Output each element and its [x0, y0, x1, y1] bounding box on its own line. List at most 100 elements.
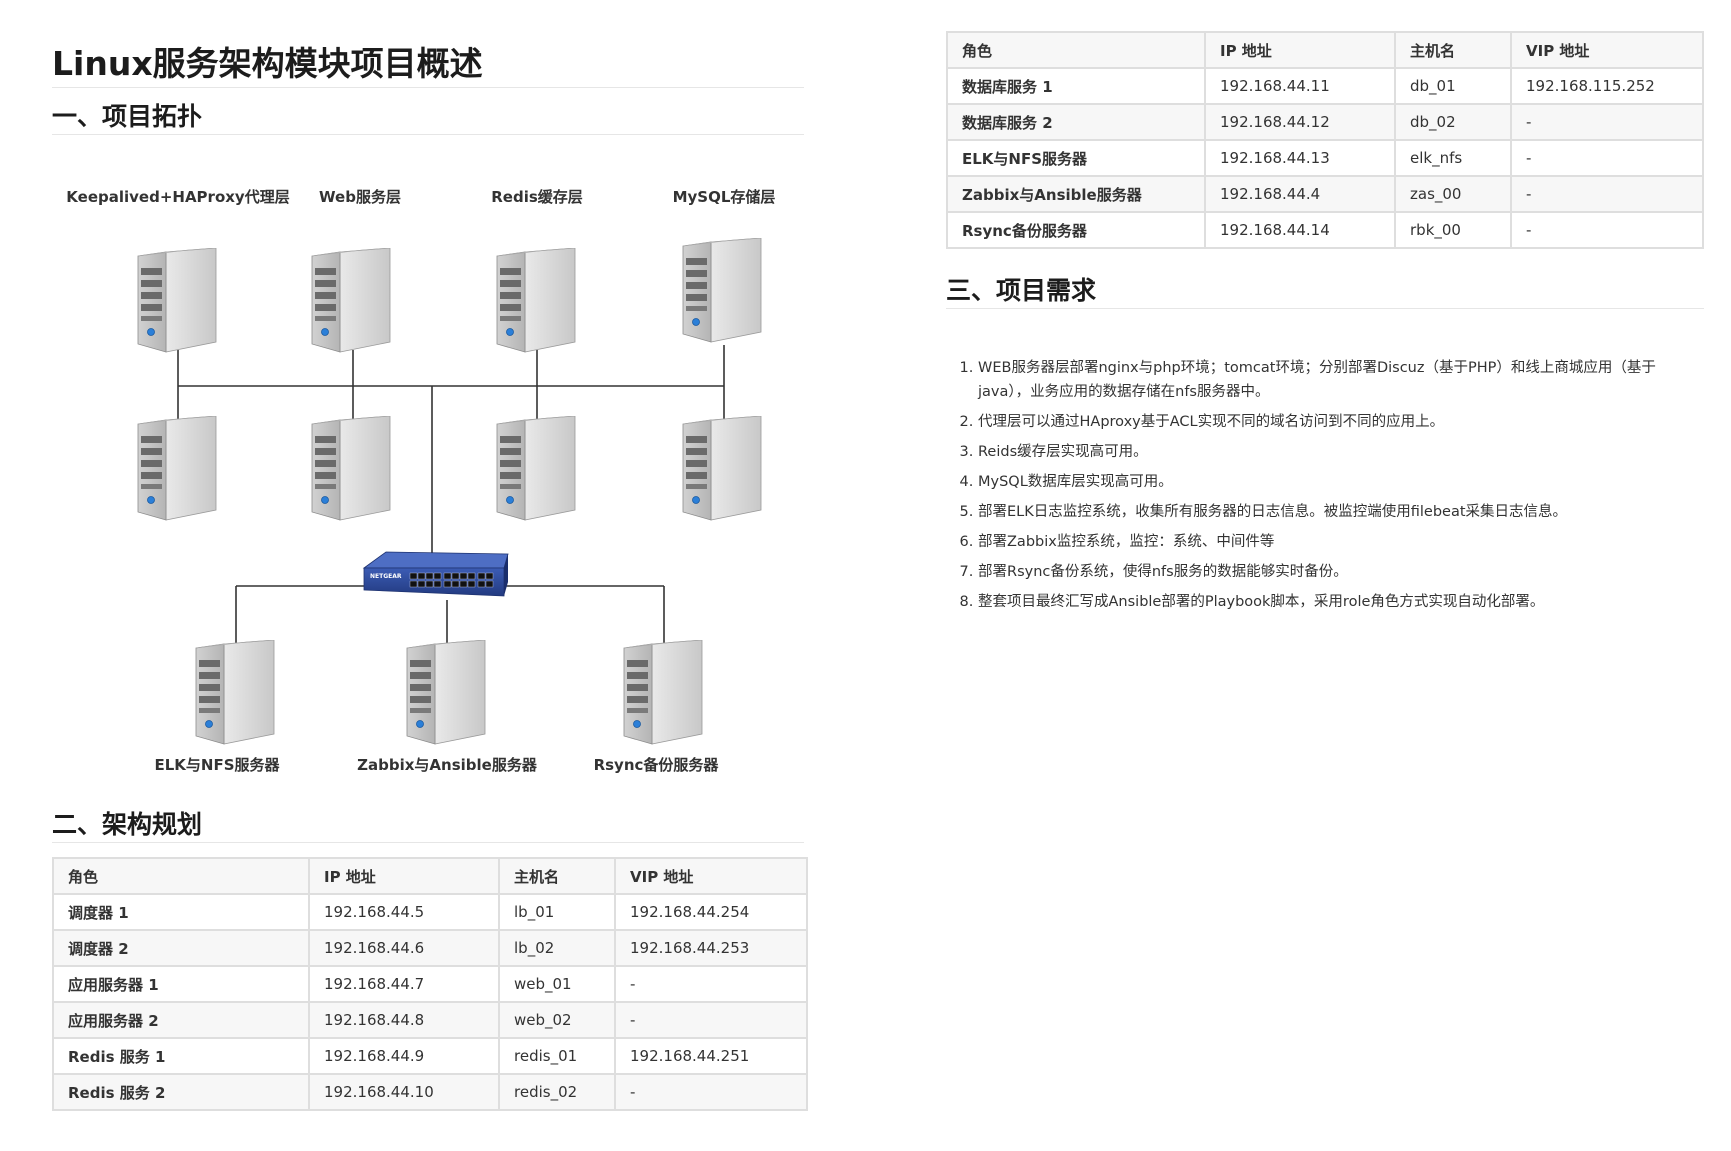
- column-header-role: 角色: [52, 857, 310, 895]
- cell-ip: 192.168.44.6: [308, 929, 500, 967]
- list-item: 整套项目最终汇写成Ansible部署的Playbook脚本，采用role角色方式…: [978, 590, 1678, 614]
- cell-vip: 192.168.44.251: [614, 1037, 808, 1075]
- topology-diagram: Keepalived+HAProxy代理层 Web服务层 Redis缓存层 My…: [66, 188, 776, 774]
- cell-role: ELK与NFS服务器: [946, 139, 1206, 177]
- cell-vip: -: [1510, 211, 1704, 249]
- table-row: Redis 服务 1 192.168.44.9 redis_01 192.168…: [52, 1037, 808, 1075]
- cell-vip: -: [614, 965, 808, 1003]
- cell-hostname: zas_00: [1394, 175, 1512, 213]
- server-icon: [623, 640, 703, 745]
- server-icon: [311, 248, 391, 353]
- network-switch-icon: NETGEAR: [362, 551, 509, 597]
- cell-role: 应用服务器 1: [52, 965, 310, 1003]
- svg-text:NETGEAR: NETGEAR: [370, 573, 402, 580]
- column-header-ip: IP 地址: [308, 857, 500, 895]
- cell-hostname: db_01: [1394, 67, 1512, 105]
- section-heading-architecture: 二、架构规划: [52, 808, 804, 843]
- table-row: 数据库服务 2 192.168.44.12 db_02 -: [946, 103, 1704, 141]
- cell-hostname: rbk_00: [1394, 211, 1512, 249]
- cell-role: 数据库服务 1: [946, 67, 1206, 105]
- cell-vip: 192.168.115.252: [1510, 67, 1704, 105]
- layer-label-proxy: Keepalived+HAProxy代理层: [66, 188, 289, 206]
- cell-hostname: web_02: [498, 1001, 616, 1039]
- cell-hostname: web_01: [498, 965, 616, 1003]
- cell-role: Redis 服务 2: [52, 1073, 310, 1111]
- page-title: Linux服务架构模块项目概述: [52, 42, 804, 88]
- cell-vip: -: [1510, 175, 1704, 213]
- table-row: 调度器 2 192.168.44.6 lb_02 192.168.44.253: [52, 929, 808, 967]
- list-item: MySQL数据库层实现高可用。: [978, 470, 1678, 494]
- column-header-hostname: 主机名: [498, 857, 616, 895]
- table-row: ELK与NFS服务器 192.168.44.13 elk_nfs -: [946, 139, 1704, 177]
- table-row: Rsync备份服务器 192.168.44.14 rbk_00 -: [946, 211, 1704, 249]
- cell-role: 调度器 2: [52, 929, 310, 967]
- section-heading-requirements: 三、项目需求: [946, 274, 1704, 309]
- column-header-ip: IP 地址: [1204, 31, 1396, 69]
- table-row: Redis 服务 2 192.168.44.10 redis_02 -: [52, 1073, 808, 1111]
- table-header-row: 角色 IP 地址 主机名 VIP 地址: [52, 857, 808, 895]
- layer-label-web: Web服务层: [319, 188, 401, 206]
- cell-vip: -: [614, 1001, 808, 1039]
- server-icon: [496, 416, 576, 521]
- cell-hostname: redis_02: [498, 1073, 616, 1111]
- layer-label-mysql: MySQL存储层: [673, 188, 776, 206]
- cell-ip: 192.168.44.9: [308, 1037, 500, 1075]
- table-header-row: 角色 IP 地址 主机名 VIP 地址: [946, 31, 1704, 69]
- server-icon: [682, 238, 762, 343]
- layer-label-redis: Redis缓存层: [491, 188, 583, 206]
- cell-hostname: lb_01: [498, 893, 616, 931]
- cell-ip: 192.168.44.8: [308, 1001, 500, 1039]
- list-item: 部署Rsync备份系统，使得nfs服务的数据能够实时备份。: [978, 560, 1678, 584]
- cell-ip: 192.168.44.13: [1204, 139, 1396, 177]
- cell-ip: 192.168.44.4: [1204, 175, 1396, 213]
- table-row: 调度器 1 192.168.44.5 lb_01 192.168.44.254: [52, 893, 808, 931]
- server-label-rsync: Rsync备份服务器: [594, 756, 720, 774]
- cell-ip: 192.168.44.10: [308, 1073, 500, 1111]
- cell-vip: -: [1510, 139, 1704, 177]
- cell-ip: 192.168.44.5: [308, 893, 500, 931]
- cell-vip: 192.168.44.253: [614, 929, 808, 967]
- server-label-elk-nfs: ELK与NFS服务器: [154, 756, 280, 774]
- table-row: 应用服务器 2 192.168.44.8 web_02 -: [52, 1001, 808, 1039]
- server-icon: [311, 416, 391, 521]
- list-item: 部署Zabbix监控系统，监控：系统、中间件等: [978, 530, 1678, 554]
- cell-vip: -: [1510, 103, 1704, 141]
- table-row: Zabbix与Ansible服务器 192.168.44.4 zas_00 -: [946, 175, 1704, 213]
- cell-hostname: db_02: [1394, 103, 1512, 141]
- list-item: 部署ELK日志监控系统，收集所有服务器的日志信息。被监控端使用filebeat采…: [978, 500, 1678, 524]
- column-header-vip: VIP 地址: [614, 857, 808, 895]
- section-heading-topology: 一、项目拓扑: [52, 100, 804, 135]
- cell-role: 数据库服务 2: [946, 103, 1206, 141]
- cell-role: 调度器 1: [52, 893, 310, 931]
- network-links: [177, 345, 725, 646]
- table-row: 应用服务器 1 192.168.44.7 web_01 -: [52, 965, 808, 1003]
- server-icon: [137, 416, 217, 521]
- list-item: WEB服务器层部署nginx与php环境；tomcat环境；分别部署Discuz…: [978, 356, 1678, 404]
- column-header-role: 角色: [946, 31, 1206, 69]
- requirements-list: WEB服务器层部署nginx与php环境；tomcat环境；分别部署Discuz…: [960, 356, 1678, 620]
- column-header-hostname: 主机名: [1394, 31, 1512, 69]
- list-item: 代理层可以通过HAproxy基于ACL实现不同的域名访问到不同的应用上。: [978, 410, 1678, 434]
- architecture-table: 角色 IP 地址 主机名 VIP 地址 调度器 1 192.168.44.5 l…: [52, 857, 808, 1111]
- cell-vip: 192.168.44.254: [614, 893, 808, 931]
- column-header-vip: VIP 地址: [1510, 31, 1704, 69]
- cell-ip: 192.168.44.12: [1204, 103, 1396, 141]
- cell-ip: 192.168.44.11: [1204, 67, 1396, 105]
- server-label-zabbix-ansible: Zabbix与Ansible服务器: [357, 756, 538, 774]
- server-icon: [682, 416, 762, 521]
- server-icon: [496, 248, 576, 353]
- list-item: Reids缓存层实现高可用。: [978, 440, 1678, 464]
- server-icon: [137, 248, 217, 353]
- cell-role: 应用服务器 2: [52, 1001, 310, 1039]
- cell-ip: 192.168.44.14: [1204, 211, 1396, 249]
- cell-hostname: redis_01: [498, 1037, 616, 1075]
- cell-hostname: elk_nfs: [1394, 139, 1512, 177]
- cell-hostname: lb_02: [498, 929, 616, 967]
- cell-role: Zabbix与Ansible服务器: [946, 175, 1206, 213]
- cell-vip: -: [614, 1073, 808, 1111]
- cell-role: Redis 服务 1: [52, 1037, 310, 1075]
- cell-role: Rsync备份服务器: [946, 211, 1206, 249]
- database-services-table: 角色 IP 地址 主机名 VIP 地址 数据库服务 1 192.168.44.1…: [946, 31, 1704, 249]
- table-row: 数据库服务 1 192.168.44.11 db_01 192.168.115.…: [946, 67, 1704, 105]
- cell-ip: 192.168.44.7: [308, 965, 500, 1003]
